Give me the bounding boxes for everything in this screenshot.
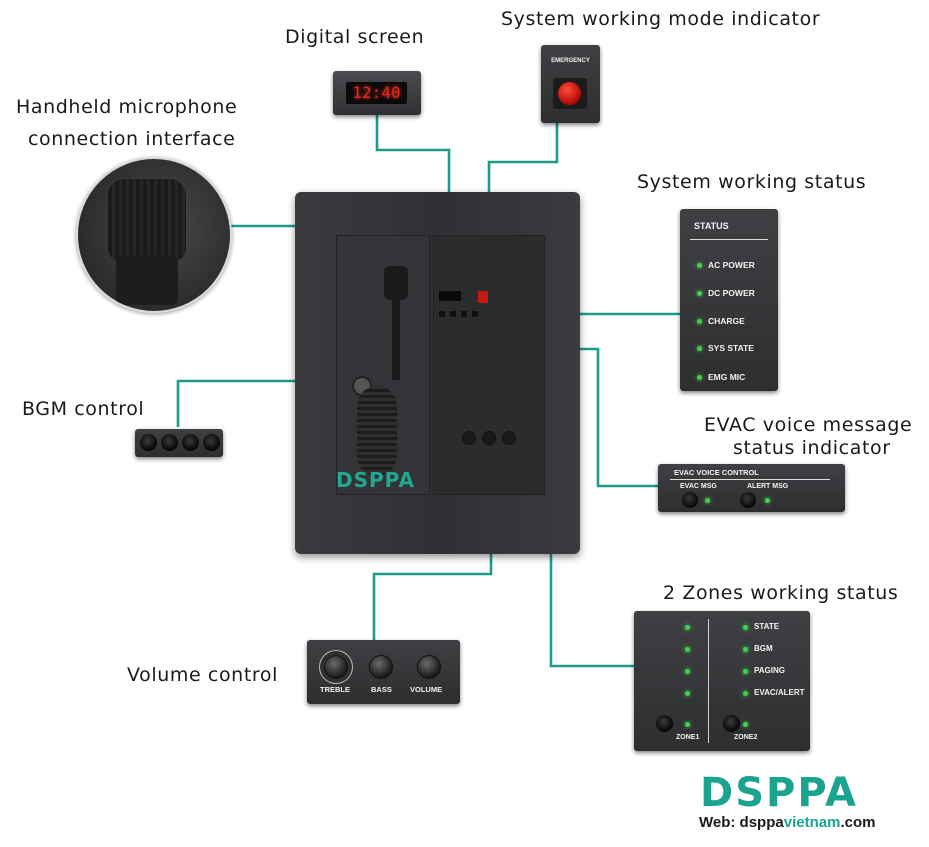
callout-digital-screen: Digital screen — [285, 26, 425, 48]
evac-msg-led — [705, 498, 710, 503]
status-charge: CHARGE — [708, 316, 745, 326]
callout-evac-line1: EVAC voice message — [704, 414, 913, 436]
zones-panel: STATE BGM PAGING EVAC/ALERT ZONE1 ZONE2 — [634, 611, 810, 751]
charge-led — [697, 319, 702, 324]
volume-knob[interactable] — [417, 655, 441, 679]
zone2-evac-led — [743, 691, 748, 696]
emergency-closeup: EMERGENCY — [541, 45, 600, 123]
treble-knob[interactable] — [324, 655, 348, 679]
bgm-button-2[interactable] — [161, 434, 178, 451]
zone2-state-led — [743, 625, 748, 630]
handheld-microphone-icon — [384, 266, 408, 300]
callout-zones-status: 2 Zones working status — [663, 582, 899, 604]
callout-handheld-line1: Handheld microphone — [16, 96, 238, 118]
device-body: DSPPA — [295, 192, 580, 554]
device-emergency-button[interactable] — [478, 291, 488, 303]
zone1-button[interactable] — [656, 715, 673, 732]
zone1-bgm-led — [685, 647, 690, 652]
callout-volume-control: Volume control — [127, 664, 278, 686]
zone2-bgm-led — [743, 647, 748, 652]
status-ac-power: AC POWER — [708, 260, 755, 270]
emergency-button[interactable] — [558, 82, 581, 105]
bass-knob[interactable] — [369, 655, 393, 679]
ac-power-led — [697, 263, 702, 268]
volume-label: VOLUME — [410, 685, 443, 694]
callout-mode-indicator: System working mode indicator — [501, 8, 821, 30]
web-prefix: Web: dsppa — [699, 814, 784, 831]
status-dc-power: DC POWER — [708, 288, 755, 298]
zone1-state-led — [685, 625, 690, 630]
status-title: STATUS — [694, 221, 729, 231]
sys-state-led — [697, 346, 702, 351]
dc-power-led — [697, 291, 702, 296]
status-sys-state: SYS STATE — [708, 343, 754, 353]
web-suffix: .com — [840, 814, 876, 831]
mic-compartment — [336, 235, 430, 495]
brand-logo-text: DSPPA — [700, 770, 858, 816]
web-highlight: vietnam — [783, 814, 841, 831]
treble-label: TREBLE — [320, 685, 350, 694]
zone2-label: ZONE2 — [734, 734, 758, 741]
emg-mic-led — [697, 375, 702, 380]
bgm-button-4[interactable] — [203, 434, 220, 451]
zone1-select-led — [685, 722, 690, 727]
alert-msg-label: ALERT MSG — [747, 483, 789, 490]
zone2-button[interactable] — [723, 715, 740, 732]
callout-handheld-line2: connection interface — [28, 128, 236, 150]
zone2-select-led — [743, 722, 748, 727]
evac-msg-button[interactable] — [682, 492, 698, 508]
digital-screen-closeup: 12:40 — [333, 71, 421, 115]
brand-web[interactable]: Web: dsppavietnam.com — [699, 814, 875, 831]
zone2-paging-led — [743, 669, 748, 674]
bgm-button-1[interactable] — [140, 434, 157, 451]
bgm-control-closeup — [135, 429, 223, 457]
evac-msg-label: EVAC MSG — [680, 483, 717, 490]
coiled-cable — [357, 386, 397, 476]
status-panel: STATUS AC POWER DC POWER CHARGE SYS STAT… — [680, 209, 778, 391]
device-screen — [439, 291, 461, 301]
evac-title: EVAC VOICE CONTROL — [674, 468, 759, 477]
callout-evac-line2: status indicator — [733, 437, 891, 459]
emergency-label: EMERGENCY — [551, 58, 590, 64]
device-bgm-buttons[interactable] — [439, 311, 479, 317]
bass-label: BASS — [371, 685, 392, 694]
alert-msg-led — [765, 498, 770, 503]
microphone-icon — [108, 179, 186, 261]
led-display: 12:40 — [346, 82, 407, 104]
callout-bgm-control: BGM control — [22, 398, 145, 420]
zone-state-label: STATE — [754, 622, 780, 631]
handheld-mic-closeup — [76, 157, 232, 313]
zone1-evac-led — [685, 691, 690, 696]
alert-msg-button[interactable] — [740, 492, 756, 508]
display-time: 12:40 — [352, 83, 401, 102]
zone-bgm-label: BGM — [754, 644, 773, 653]
zone1-paging-led — [685, 669, 690, 674]
zone1-label: ZONE1 — [676, 734, 700, 741]
volume-panel: TREBLE BASS VOLUME — [307, 640, 460, 704]
device-logo: DSPPA — [336, 468, 415, 492]
control-panel — [433, 235, 545, 495]
evac-panel: EVAC VOICE CONTROL EVAC MSG ALERT MSG — [658, 464, 845, 512]
bgm-button-3[interactable] — [182, 434, 199, 451]
brand-logo: DSPPA — [700, 765, 906, 813]
zone-paging-label: PAGING — [754, 666, 785, 675]
zone-evac-alert-label: EVAC/ALERT — [754, 688, 805, 697]
status-emg-mic: EMG MIC — [708, 372, 746, 382]
callout-working-status: System working status — [637, 171, 867, 193]
